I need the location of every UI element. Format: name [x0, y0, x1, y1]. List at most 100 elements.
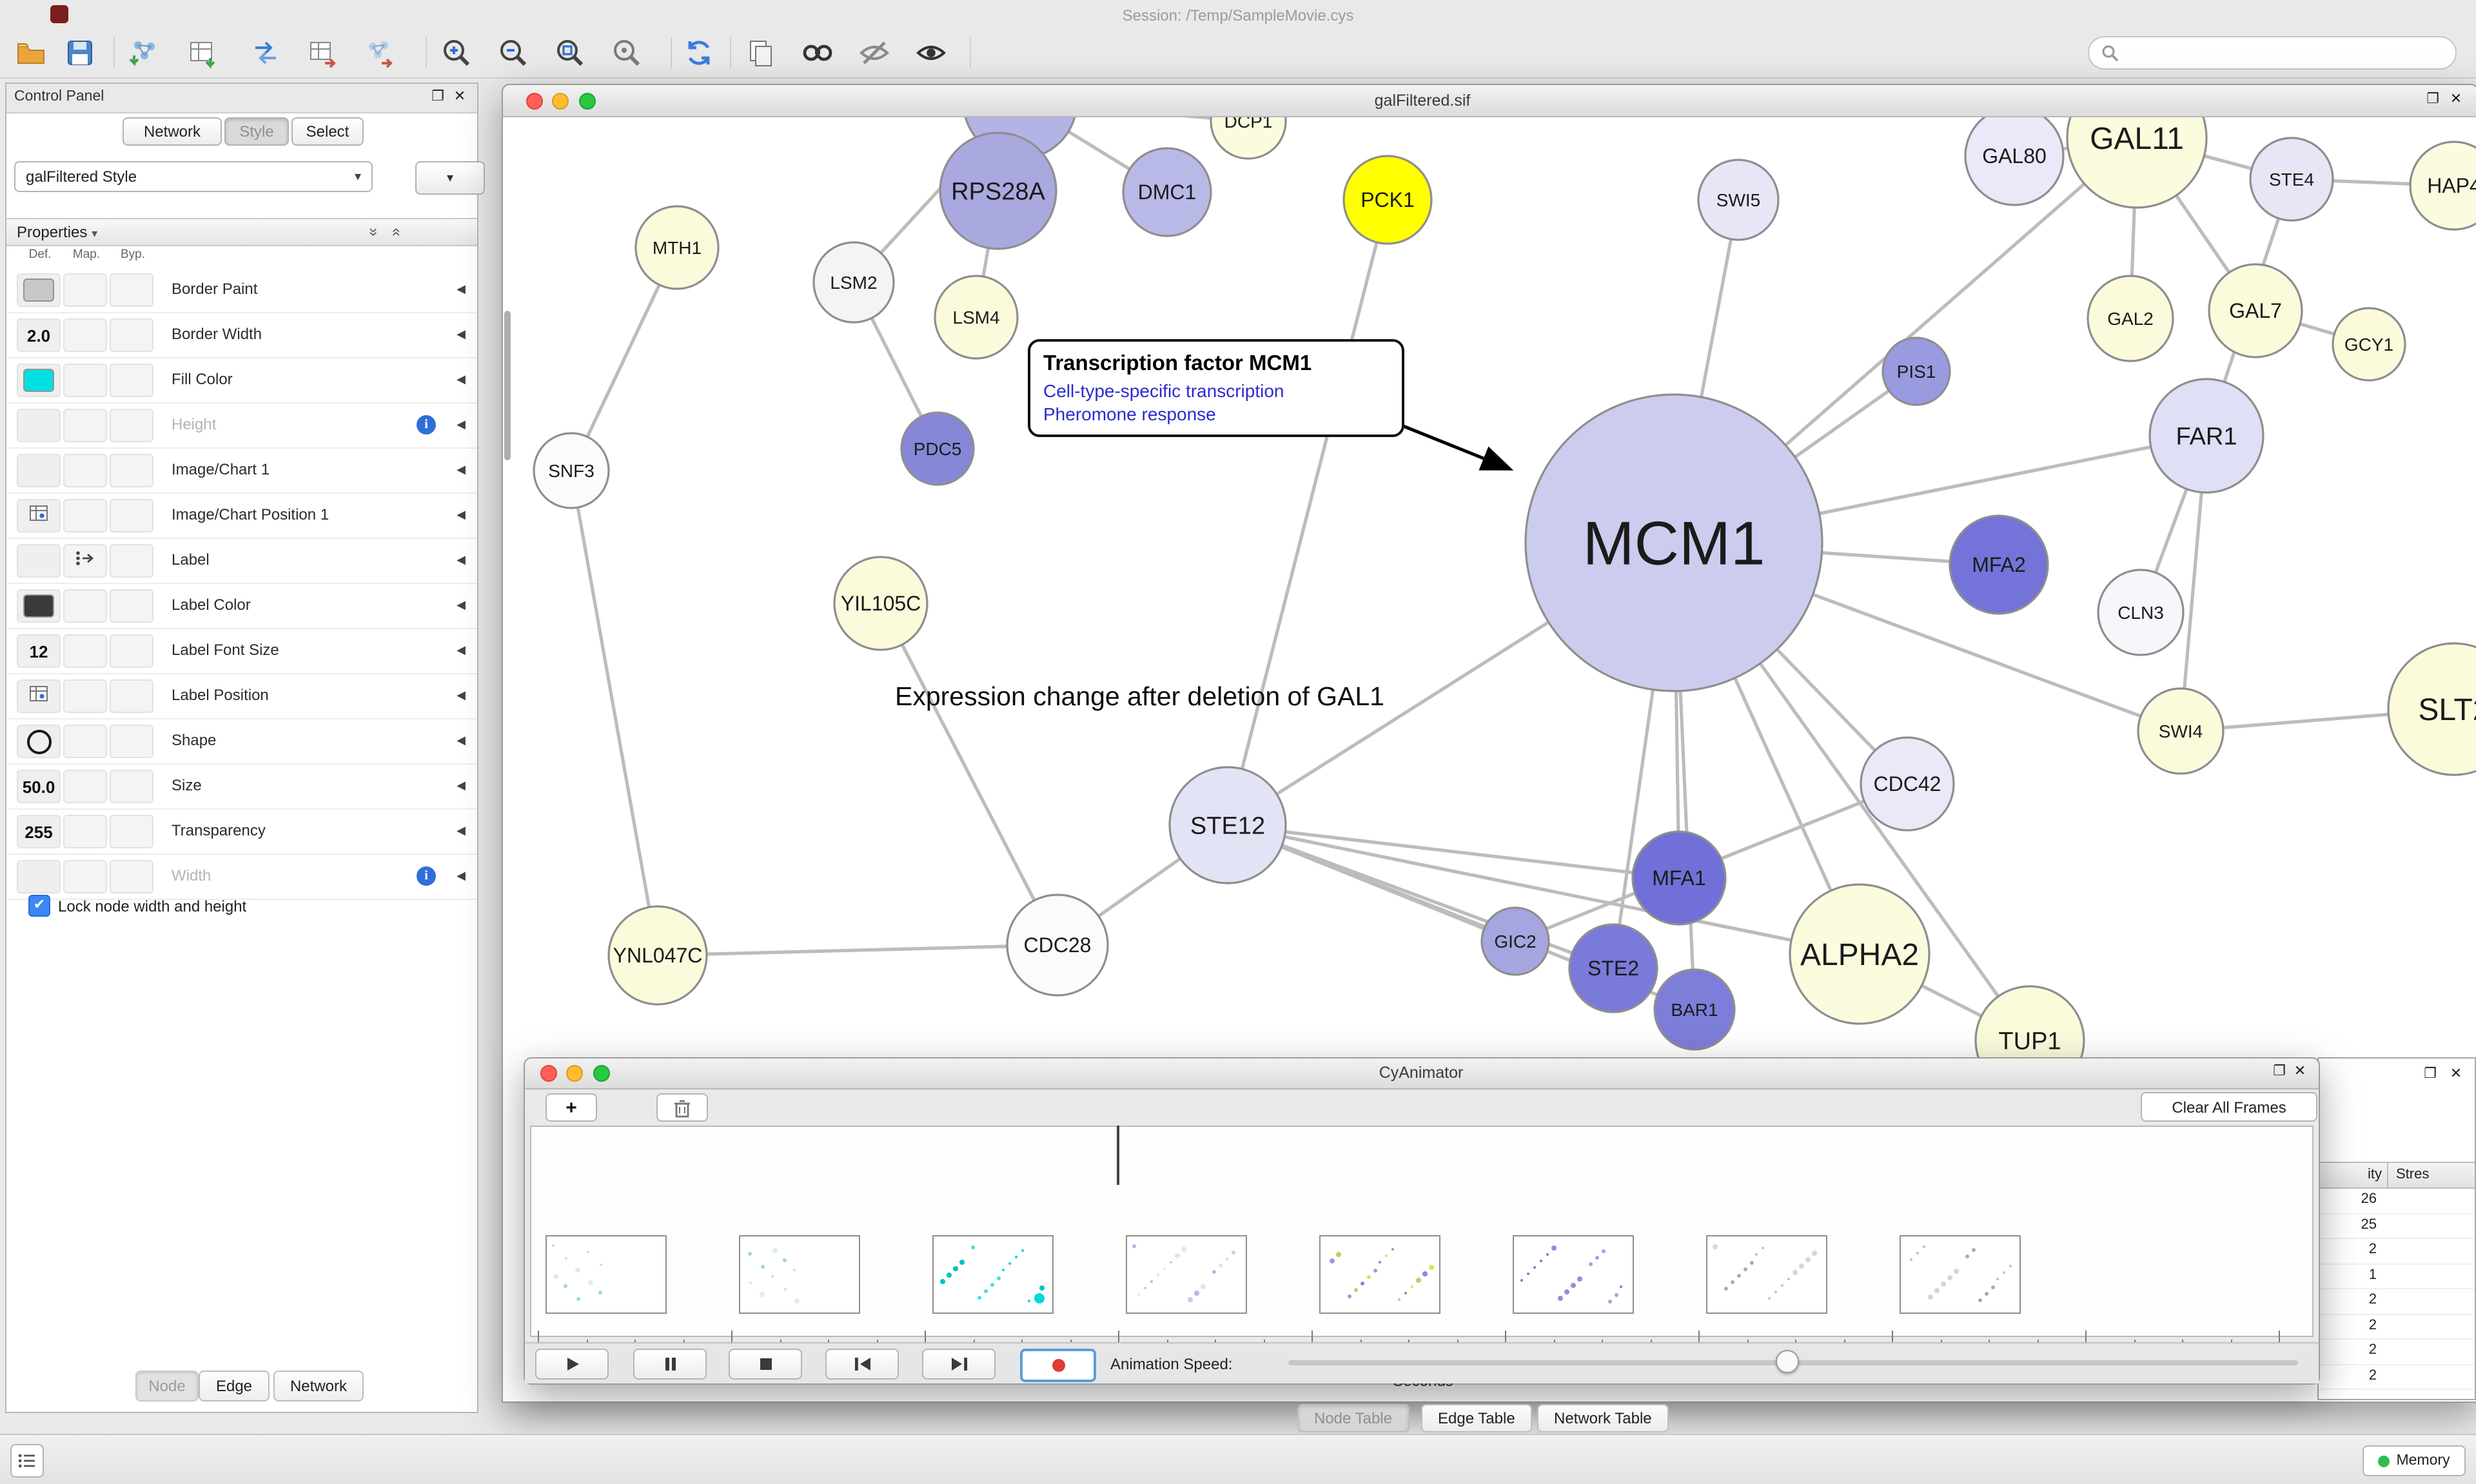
record-button[interactable]: [1020, 1349, 1096, 1382]
cp-bottom-tab-network[interactable]: Network: [273, 1371, 364, 1401]
network-node[interactable]: [2332, 307, 2406, 382]
export-network-icon[interactable]: [361, 35, 397, 71]
network-edge[interactable]: [1227, 823, 1860, 956]
skip-to-start-button[interactable]: [825, 1349, 899, 1380]
property-row[interactable]: Label◀: [6, 539, 477, 584]
table-row[interactable]: 2: [2319, 1314, 2475, 1340]
table-column-header[interactable]: ity: [2319, 1162, 2387, 1189]
expand-row-icon[interactable]: ◀: [457, 688, 466, 701]
property-def-cell[interactable]: [17, 725, 61, 758]
property-map-cell[interactable]: [63, 679, 107, 713]
property-def-cell[interactable]: [17, 589, 61, 623]
close-animator-icon[interactable]: ✕: [2294, 1064, 2306, 1079]
property-def-cell[interactable]: [17, 679, 61, 713]
refresh-icon[interactable]: [681, 35, 717, 71]
zoom-out-icon[interactable]: [495, 35, 531, 71]
vertical-scrollbar[interactable]: [504, 311, 511, 460]
close-panel-icon[interactable]: ✕: [453, 89, 466, 104]
table-row[interactable]: 2: [2319, 1340, 2475, 1365]
network-node[interactable]: [2066, 117, 2208, 209]
memory-button[interactable]: Memory: [2363, 1445, 2466, 1476]
copy-icon[interactable]: [743, 35, 779, 71]
annotation-link[interactable]: Cell-type-specific transcription: [1043, 380, 1284, 401]
table-row[interactable]: 26: [2319, 1189, 2475, 1214]
property-byp-cell[interactable]: [110, 409, 153, 442]
task-history-button[interactable]: [10, 1444, 44, 1478]
property-map-cell[interactable]: [63, 589, 107, 623]
network-node[interactable]: [1964, 117, 2065, 206]
cyanimator-titlebar[interactable]: CyAnimator ❐ ✕: [525, 1059, 2319, 1089]
frame-thumbnail[interactable]: [1706, 1235, 1827, 1314]
frame-thumbnail[interactable]: [932, 1235, 1054, 1314]
network-node[interactable]: [2387, 642, 2476, 776]
property-byp-cell[interactable]: [110, 770, 153, 803]
table-row[interactable]: 2: [2319, 1239, 2475, 1264]
frame-thumbnail[interactable]: [545, 1235, 667, 1314]
float-animator-icon[interactable]: ❐: [2273, 1064, 2286, 1079]
property-byp-cell[interactable]: [110, 589, 153, 623]
network-window-titlebar[interactable]: galFiltered.sif ❐ ✕: [503, 85, 2476, 117]
animation-speed-handle[interactable]: [1776, 1350, 1799, 1373]
expand-row-icon[interactable]: ◀: [457, 643, 466, 656]
property-map-cell[interactable]: [63, 499, 107, 532]
property-map-cell[interactable]: [63, 634, 107, 668]
property-row[interactable]: Image/Chart Position 1◀: [6, 494, 477, 539]
zoom-window-icon[interactable]: [579, 93, 596, 110]
zoom-in-icon[interactable]: [438, 35, 475, 71]
network-node[interactable]: [607, 905, 708, 1006]
frame-thumbnail[interactable]: [1513, 1235, 1634, 1314]
property-byp-cell[interactable]: [110, 499, 153, 532]
network-node[interactable]: [1949, 514, 2049, 615]
expand-row-icon[interactable]: ◀: [457, 553, 466, 566]
property-byp-cell[interactable]: [110, 273, 153, 307]
property-row[interactable]: Border Paint◀: [6, 268, 477, 313]
network-node[interactable]: [934, 275, 1019, 360]
save-session-icon[interactable]: [62, 35, 98, 71]
table-column-header[interactable]: Stres: [2387, 1162, 2475, 1189]
table-row[interactable]: 2: [2319, 1289, 2475, 1314]
network-node[interactable]: [1210, 117, 1287, 160]
network-node[interactable]: [2208, 263, 2303, 358]
property-byp-cell[interactable]: [110, 725, 153, 758]
delete-frame-button[interactable]: [656, 1093, 708, 1122]
network-edge[interactable]: [569, 470, 660, 956]
property-def-cell[interactable]: 50.0: [17, 770, 61, 803]
open-session-icon[interactable]: [13, 35, 49, 71]
property-map-cell[interactable]: [63, 454, 107, 487]
network-node[interactable]: [1006, 893, 1109, 997]
property-byp-cell[interactable]: [110, 544, 153, 578]
property-map-cell[interactable]: [63, 544, 107, 578]
property-def-cell[interactable]: 12: [17, 634, 61, 668]
expand-row-icon[interactable]: ◀: [457, 508, 466, 521]
frame-thumbnail[interactable]: [739, 1235, 860, 1314]
import-table-icon[interactable]: [183, 35, 219, 71]
property-byp-cell[interactable]: [110, 860, 153, 893]
show-details-icon[interactable]: [913, 35, 949, 71]
property-byp-cell[interactable]: [110, 815, 153, 848]
network-node[interactable]: [1168, 766, 1287, 884]
network-node[interactable]: [1524, 393, 1823, 692]
property-byp-cell[interactable]: [110, 454, 153, 487]
property-def-cell[interactable]: [17, 860, 61, 893]
expand-row-icon[interactable]: ◀: [457, 327, 466, 340]
expand-row-icon[interactable]: ◀: [457, 824, 466, 837]
network-node[interactable]: [833, 556, 928, 651]
cp-bottom-tab-edge[interactable]: Edge: [199, 1371, 270, 1401]
network-edge[interactable]: [879, 602, 1059, 946]
frame-thumbnail[interactable]: [1900, 1235, 2021, 1314]
close-table-icon[interactable]: ✕: [2450, 1066, 2462, 1082]
close-window-icon[interactable]: [540, 1065, 557, 1082]
property-def-cell[interactable]: 2.0: [17, 318, 61, 352]
float-view-icon[interactable]: ❐: [2426, 92, 2439, 107]
style-dropdown[interactable]: galFiltered Style ▾: [14, 161, 373, 192]
network-node[interactable]: [2409, 141, 2476, 231]
property-def-cell[interactable]: [17, 273, 61, 307]
info-icon[interactable]: i: [417, 415, 436, 434]
expand-row-icon[interactable]: ◀: [457, 734, 466, 747]
minimize-window-icon[interactable]: [552, 93, 569, 110]
cp-bottom-tab-node[interactable]: Node: [135, 1371, 199, 1401]
info-icon[interactable]: i: [417, 866, 436, 886]
stop-button[interactable]: [729, 1349, 802, 1380]
